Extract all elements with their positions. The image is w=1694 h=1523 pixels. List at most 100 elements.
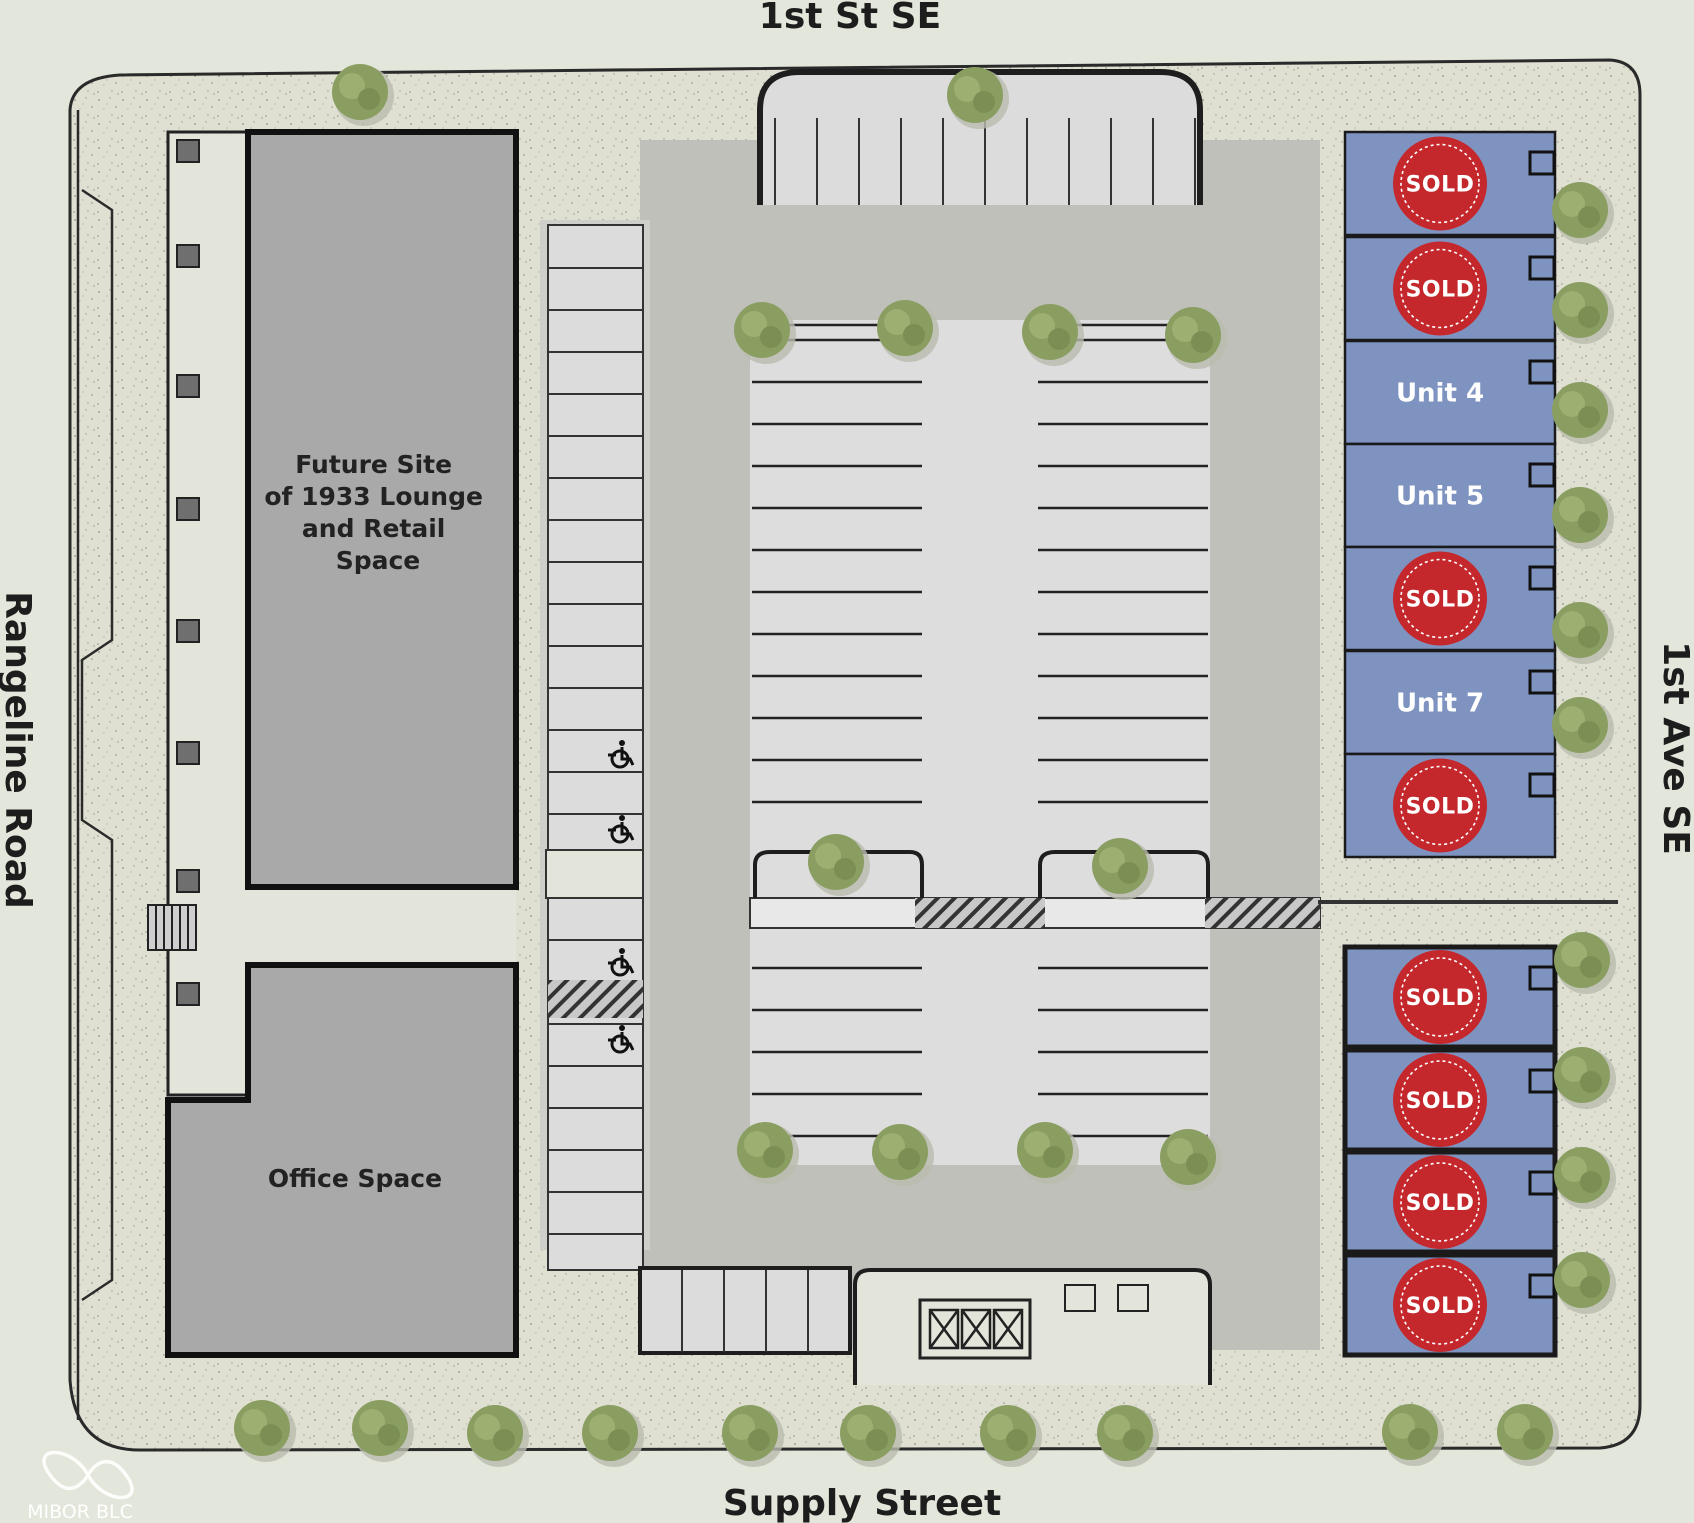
sold-badge-circle	[1393, 241, 1487, 336]
tree-shade	[1580, 956, 1602, 978]
tree-highlight	[884, 309, 910, 335]
lounge-label-line-1: Future Site	[295, 450, 452, 479]
tree-icon	[1552, 697, 1614, 759]
sold-badge-ring	[1400, 1162, 1480, 1242]
building-columns	[176, 139, 200, 1006]
units-divider	[1318, 900, 1618, 904]
utility-box-1	[1064, 1284, 1096, 1312]
tree-shade	[763, 1146, 785, 1168]
sold-stamp-icon: SOLD	[1393, 551, 1487, 646]
wheelchair-head	[619, 740, 625, 746]
tree-highlight	[1559, 191, 1585, 217]
tree-shade	[1580, 1276, 1602, 1298]
tree-highlight	[1559, 391, 1585, 417]
tree-highlight	[954, 76, 980, 102]
tree-shade	[973, 91, 995, 113]
tree-shade	[1123, 1429, 1145, 1451]
tree-shade	[1580, 1071, 1602, 1093]
sold-badge-label: SOLD	[1406, 795, 1475, 820]
tree-icon	[1097, 1405, 1159, 1467]
office-label: Office Space	[268, 1164, 442, 1193]
tree-icon	[1552, 382, 1614, 444]
tree-shade	[378, 1424, 400, 1446]
tree-highlight	[847, 1414, 873, 1440]
tree-icon	[1497, 1404, 1559, 1466]
tree-highlight	[815, 843, 841, 869]
unit-2: SOLD	[1343, 235, 1557, 342]
tree-icon	[467, 1405, 529, 1467]
sold-badge-label: SOLD	[1406, 173, 1475, 198]
column-marker	[176, 139, 200, 163]
sold-badge-label: SOLD	[1406, 588, 1475, 613]
tree-shade	[1578, 721, 1600, 743]
sold-badge-ring	[1400, 143, 1480, 224]
tree-highlight	[729, 1414, 755, 1440]
west-crosswalk-hatch	[548, 980, 643, 1018]
wheelchair-icon	[608, 740, 635, 769]
accessible-parking-group	[608, 740, 635, 1054]
tree-shade	[1578, 206, 1600, 228]
column-marker	[176, 374, 200, 398]
wheelchair-head	[619, 948, 625, 954]
street-label-east: 1st Ave SE	[1655, 641, 1694, 855]
wheelchair-head	[619, 1025, 625, 1031]
utility-box-2	[1117, 1284, 1149, 1312]
sold-stamp-icon: SOLD	[1393, 136, 1487, 231]
sold-badge-circle	[1393, 136, 1487, 231]
sold-badge-label: SOLD	[1406, 1294, 1475, 1319]
sold-stamp-icon: SOLD	[1393, 1053, 1487, 1147]
column-marker	[176, 497, 200, 521]
tree-highlight	[741, 311, 767, 337]
tree-highlight	[1559, 611, 1585, 637]
unit-entry-marker	[1528, 1170, 1556, 1196]
tree-shade	[358, 88, 380, 110]
tree-highlight	[1389, 1413, 1415, 1439]
tree-icon	[332, 64, 394, 126]
west-parking-stalls	[548, 267, 643, 1235]
tree-shade	[260, 1424, 282, 1446]
wheelchair-body	[608, 747, 635, 766]
tree-shade	[1191, 331, 1213, 353]
street-label-south: Supply Street	[723, 1483, 1001, 1523]
unit-label: Unit 4	[1396, 379, 1484, 409]
sold-stamp-icon: SOLD	[1393, 950, 1487, 1044]
tree-icon	[734, 302, 796, 364]
unit-entry-marker	[1528, 255, 1556, 281]
north-parking-stalls	[774, 118, 1196, 205]
wheelchair-head	[619, 815, 625, 821]
tree-highlight	[879, 1133, 905, 1159]
sold-stamp-icon: SOLD	[1393, 1258, 1487, 1352]
trash-bins-icon	[928, 1308, 1024, 1350]
tree-highlight	[1561, 1056, 1587, 1082]
tree-icon	[1160, 1129, 1222, 1191]
tree-icon	[582, 1405, 644, 1467]
tree-highlight	[1172, 316, 1198, 342]
tree-icon	[1552, 487, 1614, 549]
tree-shade	[760, 326, 782, 348]
sold-badge-ring	[1400, 957, 1480, 1037]
tree-icon	[737, 1122, 799, 1184]
wheelchair-icon	[608, 815, 635, 844]
unit-entry-marker	[1528, 669, 1556, 695]
south-parking-stalls	[681, 1270, 809, 1352]
tree-highlight	[1504, 1413, 1530, 1439]
wheelchair-body	[608, 1032, 635, 1051]
rangeline-curb	[76, 110, 114, 1420]
tree-shade	[1006, 1429, 1028, 1451]
tree-shade	[834, 858, 856, 880]
unit-4: Unit 5	[1343, 442, 1557, 549]
unit-entry-marker	[1528, 1068, 1556, 1094]
sold-badge-label: SOLD	[1406, 1191, 1475, 1216]
street-label-west: Rangeline Road	[0, 591, 38, 909]
unit-label: Unit 5	[1396, 482, 1484, 512]
tree-highlight	[359, 1409, 385, 1435]
sold-badge-ring	[1400, 765, 1480, 846]
column-marker	[176, 982, 200, 1006]
lounge-label-line-2: of 1933 Lounge	[264, 482, 483, 511]
tree-icon	[1552, 282, 1614, 344]
sold-badge-ring	[1400, 1265, 1480, 1345]
unit-entry-marker	[1528, 965, 1556, 991]
sold-badge-ring	[1400, 1060, 1480, 1140]
